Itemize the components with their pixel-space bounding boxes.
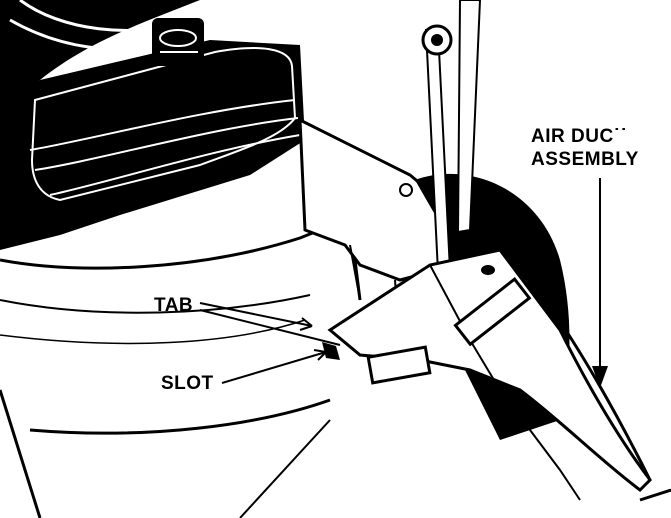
slot-leader-line [221, 351, 327, 384]
duct-tab-left [366, 345, 432, 385]
slot-mark [322, 342, 340, 360]
tab-leader-line [199, 302, 313, 327]
slot-label: SLOT [161, 373, 214, 394]
fuel-tank-ridges [29, 99, 301, 196]
blower-housing-outline [0, 228, 362, 301]
duct-tab-right [453, 277, 532, 347]
fuel-cap [152, 18, 204, 66]
flywheel-dark-region [0, 0, 200, 120]
air-duct-label-line1: AIR DUC˙˙ [531, 126, 628, 147]
mounting-bracket [298, 117, 442, 282]
tab-label: TAB [154, 295, 194, 316]
fuel-tank-body [30, 47, 297, 202]
air-duct-label-line2: ASSEMBLY [531, 149, 639, 170]
